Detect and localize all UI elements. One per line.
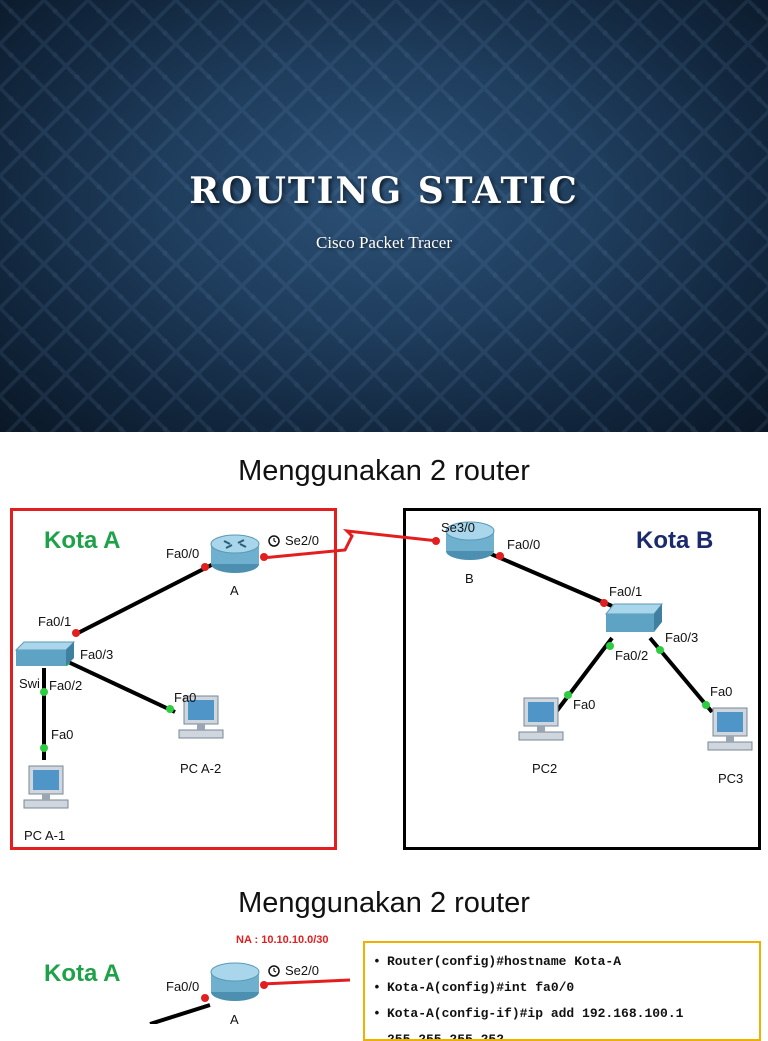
command-line: •Kota-A(config-if)#ip add 192.168.100.1 [373, 1001, 751, 1027]
bullet-icon: • [373, 1006, 381, 1021]
kota-a-frame [10, 508, 337, 850]
pc-icon [23, 765, 69, 809]
network-address-label: NA : 10.10.10.0/30 [236, 934, 329, 946]
router-b-icon [445, 521, 495, 560]
clock-icon [268, 535, 280, 547]
serial-link-a-b [261, 529, 439, 560]
port-led-green [564, 691, 572, 699]
port-led-green [606, 642, 614, 650]
port-led-red [496, 552, 504, 560]
serial-link-a [261, 978, 351, 986]
port-led-green [656, 646, 664, 654]
slide2-heading: Menggunakan 2 router [238, 455, 530, 487]
pc-a1-name: PC A-1 [24, 828, 66, 843]
kota-a-label: Kota A [44, 527, 121, 554]
command-line: 255.255.255.252 [387, 1032, 505, 1041]
switch-a-fa02-label: Fa0/2 [49, 678, 83, 693]
pc-icon [178, 695, 224, 739]
command-line: •Kota-A(config)#int fa0/0 [373, 975, 751, 1001]
link-switch-pc2 [554, 636, 614, 714]
router-a-icon [210, 534, 260, 573]
pc3-name: PC3 [718, 771, 744, 786]
slide3-heading: Menggunakan 2 router [238, 887, 530, 919]
router-a-name: A [230, 1012, 239, 1027]
port-led-red [260, 553, 268, 561]
router-a-se-label: Se2/0 [285, 963, 319, 978]
switch-b-fa02-label: Fa0/2 [615, 648, 649, 663]
link-router-b-switch [469, 543, 613, 608]
router-a-se-label: Se2/0 [285, 533, 319, 548]
slide-subtitle: Cisco Packet Tracer [316, 233, 452, 252]
port-led-red [72, 629, 80, 637]
switch-a-fa03-label: Fa0/3 [80, 647, 114, 662]
switch-a-icon [14, 641, 76, 666]
router-a-fa-label: Fa0/0 [166, 979, 200, 994]
router-a-fa-label: Fa0/0 [166, 546, 200, 561]
port-led-green [40, 744, 48, 752]
pc-a1-fa-label: Fa0 [51, 727, 74, 742]
kota-b-frame [403, 508, 761, 850]
port-led-red [600, 599, 608, 607]
switch-b-fa03-label: Fa0/3 [665, 630, 699, 645]
pc-icon [518, 697, 564, 741]
port-led-green [40, 688, 48, 696]
pc-a2-name: PC A-2 [180, 761, 222, 776]
title-slide: ROUTING STATIC Cisco Packet Tracer [0, 0, 768, 432]
link-router-a-switch [75, 551, 236, 636]
clock-icon [268, 965, 280, 977]
bullet-icon: • [373, 980, 381, 995]
port-led-red [432, 537, 440, 545]
router-b-fa-label: Fa0/0 [507, 537, 541, 552]
bullet-icon: • [373, 954, 381, 969]
router-a-name: A [230, 583, 239, 598]
pc2-name: PC2 [532, 761, 558, 776]
port-led-red [260, 981, 268, 989]
command-line: •Router(config)#hostname Kota-A [373, 949, 751, 975]
router-b-name: B [465, 571, 474, 586]
port-led-red [201, 563, 209, 571]
pc2-fa-label: Fa0 [573, 697, 596, 712]
router-b-se-label: Se3/0 [441, 520, 475, 535]
switch-a-name: Swi [19, 676, 40, 691]
kota-a-label: Kota A [44, 960, 121, 987]
link-switch-pc-a2 [63, 658, 176, 714]
port-led-green [702, 701, 710, 709]
kota-b-label: Kota B [636, 527, 714, 554]
link-router-a-switch [149, 1003, 211, 1024]
port-led-green [166, 705, 174, 713]
pc-a2-fa-label: Fa0 [174, 690, 197, 705]
switch-b-icon [604, 603, 664, 632]
router-a-icon [210, 962, 260, 1001]
pc-icon [707, 707, 753, 751]
switch-a-fa01-label: Fa0/1 [38, 614, 72, 629]
port-led-red [201, 994, 209, 1002]
pc3-fa-label: Fa0 [710, 684, 733, 699]
switch-b-fa01-label: Fa0/1 [609, 584, 643, 599]
command-box: •Router(config)#hostname Kota-A •Kota-A(… [363, 941, 761, 1041]
background-pattern [0, 0, 768, 432]
slide-title: ROUTING STATIC [189, 170, 579, 212]
